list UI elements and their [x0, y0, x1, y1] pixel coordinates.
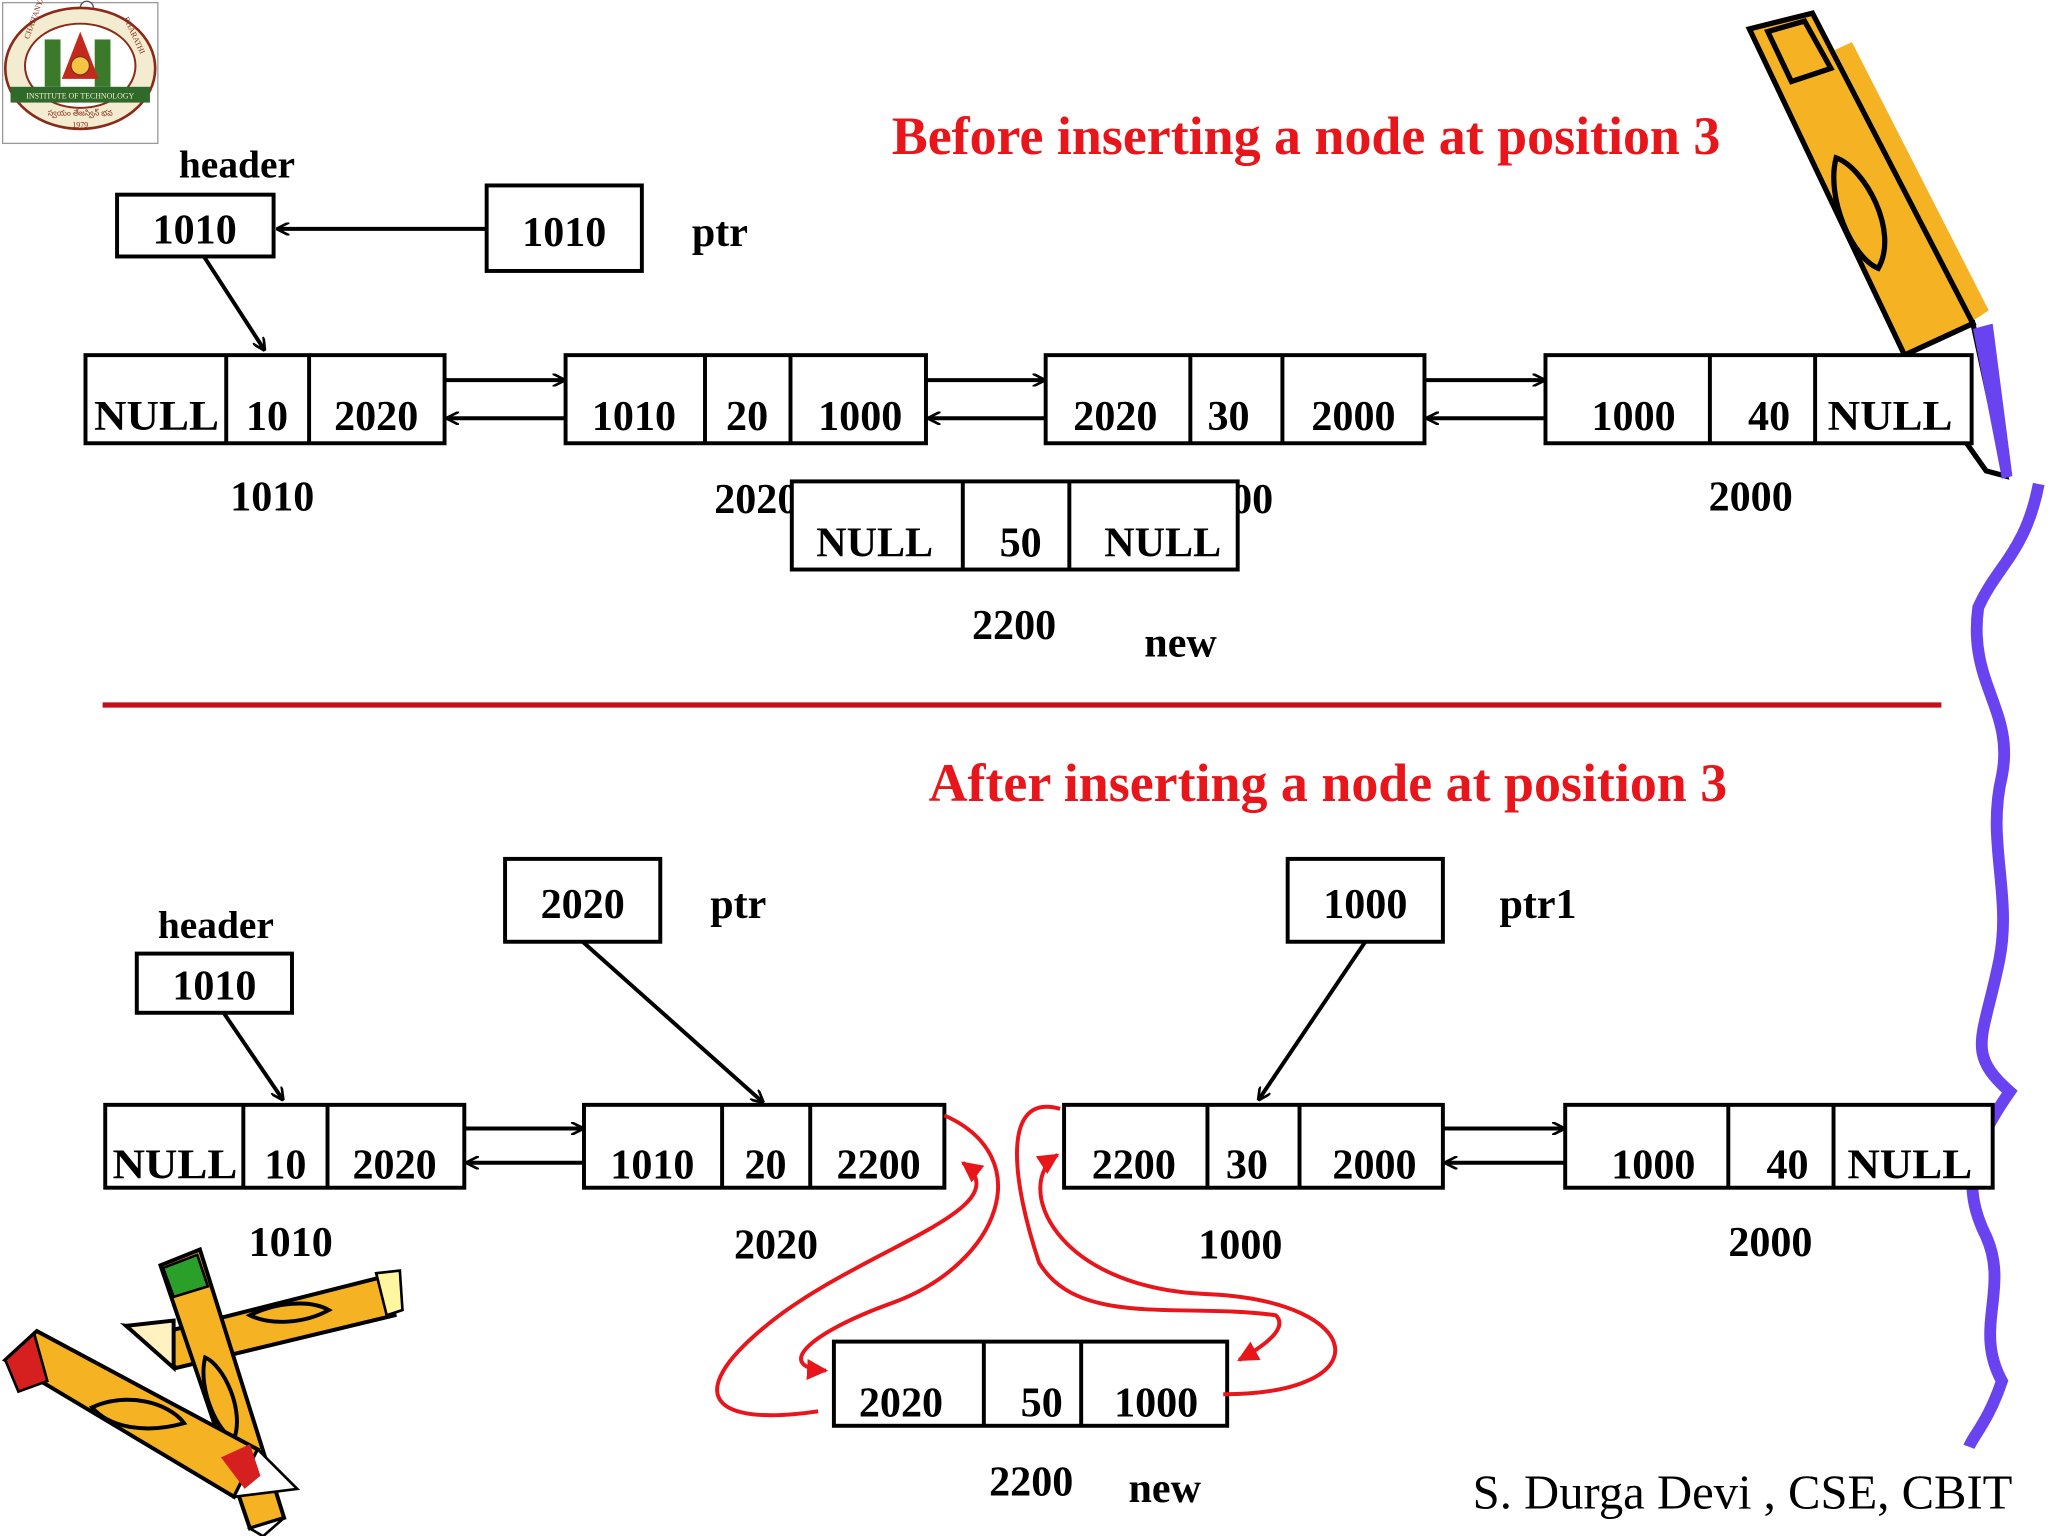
after-node-1-prev: NULL — [112, 1143, 237, 1189]
before-new-node-next: NULL — [1104, 520, 1221, 566]
before-node-2 — [563, 353, 928, 446]
before-new-node-address: 2200 — [972, 603, 1056, 649]
before-node-2-prev: 1010 — [592, 394, 676, 440]
after-node-1-address: 1010 — [249, 1220, 333, 1266]
before-ptr-label: ptr — [692, 210, 748, 256]
after-node-1 — [103, 1102, 467, 1190]
after-header-label: header — [158, 903, 274, 947]
after-ptr1-value: 1000 — [1323, 882, 1407, 928]
before-node-1-next: 2020 — [334, 394, 418, 440]
after-new-node-prev: 2020 — [859, 1381, 943, 1427]
before-node-3 — [1043, 353, 1427, 446]
before-node-2-address: 2020 — [714, 477, 798, 523]
after-node-4 — [1563, 1102, 1995, 1190]
before-node-3-prev: 2020 — [1073, 394, 1157, 440]
after-ptr1-box — [1285, 856, 1445, 944]
after-node-3 — [1062, 1102, 1445, 1190]
after-ptr1-arrow — [1259, 940, 1367, 1100]
after-node-4-prev: 1000 — [1611, 1143, 1695, 1189]
after-new-node-address: 2200 — [989, 1459, 1073, 1505]
after-node-4-next: NULL — [1847, 1143, 1972, 1189]
after-node-4-data: 40 — [1766, 1143, 1808, 1189]
after-node-2-next: 2200 — [837, 1143, 921, 1189]
before-node-2-next: 1000 — [818, 394, 902, 440]
after-link-new-to-3 — [1035, 1153, 1338, 1397]
before-node-1-prev: NULL — [94, 394, 219, 440]
after-node-3-data: 30 — [1226, 1143, 1268, 1189]
before-node-4-prev: 1000 — [1592, 394, 1676, 440]
before-new-node-prev: NULL — [816, 520, 933, 566]
before-node-3-next: 2000 — [1311, 394, 1395, 440]
before-header-box — [115, 192, 276, 259]
before-new-node-data: 50 — [1000, 520, 1042, 566]
after-node-3-next: 2000 — [1332, 1143, 1416, 1189]
pencils-icon — [1, 1246, 404, 1536]
after-node-2-prev: 1010 — [610, 1143, 694, 1189]
after-ptr-box — [503, 856, 663, 944]
pencil-icon — [1745, 10, 2013, 480]
before-node-3-data: 30 — [1207, 394, 1249, 440]
before-node-4-data: 40 — [1748, 394, 1790, 440]
after-node-1-next: 2020 — [353, 1143, 437, 1189]
after-node-1-data: 10 — [264, 1143, 306, 1189]
after-new-node-data: 50 — [1021, 1381, 1063, 1427]
after-link-2-to-new — [799, 1113, 1000, 1381]
before-ptr-value: 1010 — [522, 210, 606, 256]
after-ptr-arrow — [581, 940, 763, 1102]
after-new-label: new — [1129, 1466, 1202, 1512]
after-node-2-data: 20 — [744, 1143, 786, 1189]
after-node-3-address: 1000 — [1198, 1223, 1282, 1269]
before-node-1 — [83, 353, 447, 446]
before-title: Before inserting a node at position 3 — [892, 106, 1721, 166]
after-new-node — [831, 1339, 1230, 1428]
before-node-1-address: 1010 — [230, 474, 314, 520]
after-header-arrow — [221, 1011, 283, 1100]
before-header-arrow — [202, 255, 265, 349]
after-link-new-to-2 — [715, 1161, 985, 1418]
logo-year: 1979 — [72, 121, 88, 130]
before-node-1-data: 10 — [246, 394, 288, 440]
before-new-node — [789, 479, 1240, 572]
institute-logo: INSTITUTE OF TECHNOLOGY స్వయం తేజస్విన్ … — [1, 0, 159, 145]
after-ptr-label: ptr — [710, 882, 766, 928]
after-title: After inserting a node at position 3 — [929, 753, 1728, 813]
before-header-label: header — [179, 143, 295, 187]
after-header-value: 1010 — [172, 964, 256, 1010]
after-node-4-address: 2000 — [1728, 1220, 1812, 1266]
before-new-label: new — [1144, 620, 1217, 666]
before-node-4-address: 2000 — [1709, 474, 1793, 520]
before-node-4-next: NULL — [1828, 394, 1953, 440]
after-header-box — [134, 951, 294, 1015]
after-node-2-address: 2020 — [734, 1223, 818, 1269]
after-node-3-prev: 2200 — [1092, 1143, 1176, 1189]
author-footer: S. Durga Devi , CSE, CBIT — [1473, 1466, 2013, 1520]
before-header-value: 1010 — [153, 207, 237, 253]
after-node-2 — [582, 1102, 947, 1190]
after-new-node-next: 1000 — [1114, 1381, 1198, 1427]
logo-tagline: స్వయం తేజస్విన్ భవ — [48, 109, 113, 119]
before-node-2-data: 20 — [726, 394, 768, 440]
logo-band-text: INSTITUTE OF TECHNOLOGY — [26, 92, 134, 101]
after-ptr-value: 2020 — [541, 882, 625, 928]
after-ptr1-label: ptr1 — [1499, 882, 1576, 928]
decorative-squiggle — [1963, 482, 2045, 1450]
before-node-4 — [1543, 353, 1974, 446]
after-link-3-to-new — [1015, 1104, 1282, 1362]
